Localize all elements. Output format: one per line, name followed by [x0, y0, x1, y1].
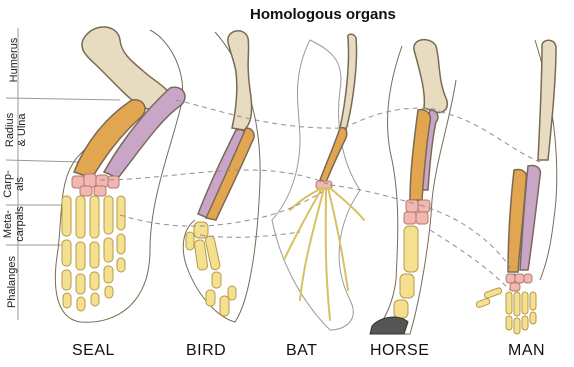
seal-digits — [62, 196, 125, 311]
horse-hoof — [370, 317, 408, 334]
bird-humerus — [228, 31, 252, 130]
label-phalanges: Phalanges — [6, 252, 18, 312]
label-radius-ulna-line1: Radius — [4, 113, 16, 147]
label-humerus: Humerus — [8, 30, 20, 90]
homology-dashed-lines — [100, 100, 540, 290]
bat-limb — [272, 34, 364, 330]
diagram-title: Homologous organs — [250, 6, 396, 23]
label-metacarpals: Meta- carpals — [2, 194, 26, 254]
man-limb — [475, 40, 556, 334]
label-carpals-line2: als — [14, 177, 26, 191]
seal-limb — [55, 27, 185, 322]
label-phalanges-text: Phalanges — [6, 256, 18, 308]
animal-label-bat: BAT — [286, 342, 317, 360]
man-carpals — [506, 274, 532, 291]
seal-humerus — [82, 27, 172, 109]
bat-digits — [284, 188, 364, 320]
man-hand-digits — [475, 287, 536, 334]
horse-limb — [370, 40, 456, 334]
label-radius-ulna: Radius & Ulna — [4, 100, 28, 160]
horse-carpals — [404, 200, 430, 224]
bat-radius — [320, 128, 347, 182]
animal-label-bird: BIRD — [186, 342, 226, 360]
label-metacarpals-line1: Meta- — [2, 210, 14, 238]
label-humerus-text: Humerus — [8, 38, 20, 83]
label-metacarpals-line2: carpals — [14, 206, 26, 241]
seal-carpals — [72, 174, 119, 196]
animal-label-horse: HORSE — [370, 342, 429, 360]
animal-label-seal: SEAL — [72, 342, 115, 360]
bird-limb — [183, 31, 260, 322]
label-radius-ulna-line2: & Ulna — [16, 113, 28, 146]
bat-humerus — [340, 34, 357, 130]
animal-label-man: MAN — [508, 342, 545, 360]
horse-humerus — [414, 40, 447, 113]
